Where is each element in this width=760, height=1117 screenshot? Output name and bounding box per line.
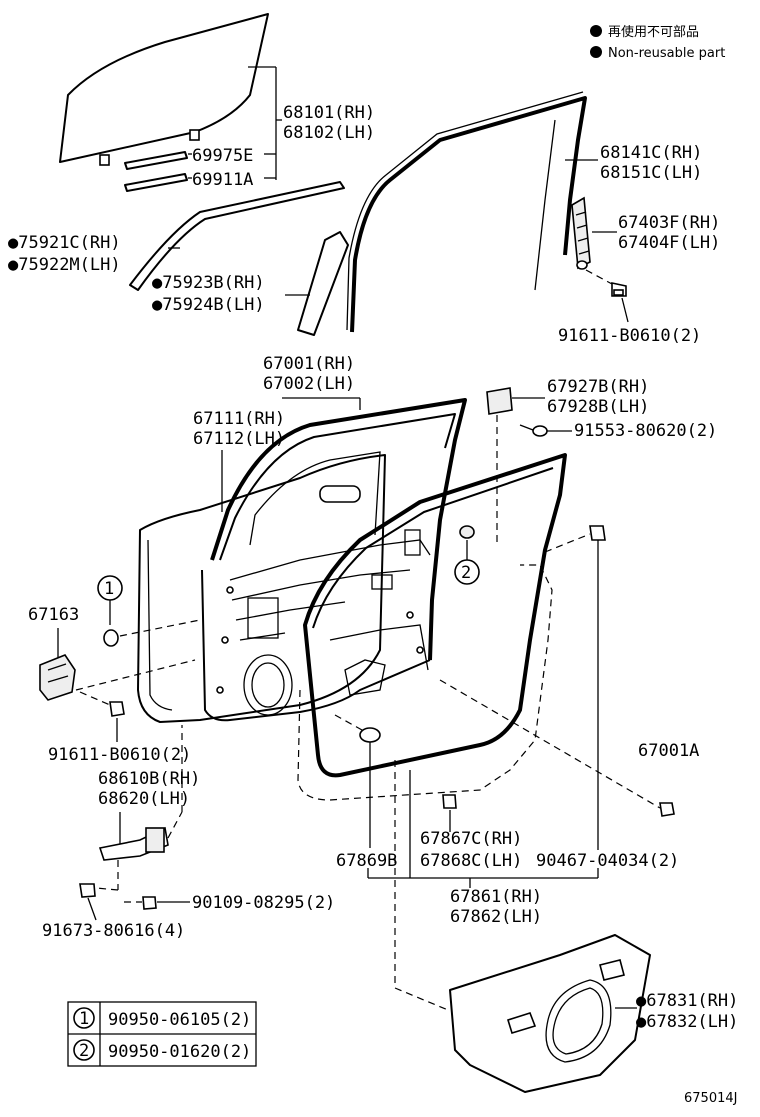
label-68620: 68620(LH) (98, 789, 190, 809)
screw-icon (519, 424, 548, 437)
svg-text:2: 2 (461, 563, 471, 583)
callout-2: 2 (454, 525, 480, 585)
bolt-icon (79, 691, 125, 717)
label-67404f: 67404F(LH) (618, 233, 720, 253)
label-67002: 67002(LH) (263, 374, 355, 394)
label-68101: 68101(RH) (283, 103, 375, 123)
label-91673: 91673-80616(4) (42, 921, 185, 941)
label-67869b: 67869B (336, 851, 397, 871)
belt-moulding (129, 181, 345, 291)
label-67861: 67861(RH) (450, 887, 542, 907)
service-hole-cover (449, 934, 651, 1093)
label-67111: 67111(RH) (193, 409, 285, 429)
door-inner-frame (201, 398, 467, 722)
label-75923b: ●75923B(RH) (152, 273, 265, 293)
label-67832: ●67832(LH) (636, 1012, 738, 1032)
door-glass (59, 13, 269, 192)
division-bar (571, 196, 591, 270)
label-91611-mid: 91611-B0610(2) (48, 745, 191, 765)
door-check-arm (98, 826, 169, 861)
label-67928b: 67928B(LH) (547, 397, 649, 417)
label-67163: 67163 (28, 605, 79, 625)
bolt-icon (124, 896, 157, 910)
legend-en: Non-reusable part (608, 46, 725, 61)
legend-jp: 再使用不可部品 (608, 24, 699, 40)
label-75921c: ●75921C(RH) (8, 233, 121, 253)
table-row-num: 1 (79, 1009, 89, 1029)
label-67112: 67112(LH) (193, 429, 285, 449)
diagram-code: 675014J (684, 1091, 737, 1106)
label-67862: 67862(LH) (450, 907, 542, 927)
bolt-icon (585, 269, 627, 297)
pillar-garnish (297, 231, 349, 336)
label-90109: 90109-08295(2) (192, 893, 335, 913)
label-75924b: ●75924B(LH) (152, 295, 265, 315)
table-row-part: 90950-01620(2) (108, 1042, 251, 1062)
label-67868c: 67868C(LH) (420, 851, 522, 871)
label-67001: 67001(RH) (263, 354, 355, 374)
callout-1: 1 (97, 575, 201, 647)
door-outer-panel (137, 454, 386, 723)
label-69911a: 69911A (192, 170, 253, 190)
bolt-icon (659, 802, 675, 817)
bolt-icon (79, 883, 96, 898)
label-68610b: 68610B(RH) (98, 769, 200, 789)
label-90467: 90467-04034(2) (536, 851, 679, 871)
door-weatherstrip (297, 453, 567, 801)
label-67001a: 67001A (638, 741, 699, 761)
label-75922m: ●75922M(LH) (8, 255, 121, 275)
glass-run (350, 96, 587, 333)
parts-table: 1 90950-06105(2) 2 90950-01620(2) (67, 1001, 257, 1067)
door-block (486, 387, 513, 415)
clip-icon (442, 794, 457, 809)
table-row-num-icon (73, 1007, 95, 1029)
door-hinge (39, 654, 76, 701)
clip-icon (589, 525, 606, 541)
table-row-num: 2 (79, 1041, 89, 1061)
svg-text:1: 1 (104, 579, 114, 599)
label-67927b: 67927B(RH) (547, 377, 649, 397)
label-68102: 68102(LH) (283, 123, 375, 143)
table-row-part: 90950-06105(2) (108, 1010, 251, 1030)
non-reusable-dot-icon (590, 46, 602, 58)
label-67403f: 67403F(RH) (618, 213, 720, 233)
label-91611-top: 91611-B0610(2) (558, 326, 701, 346)
label-68141c: 68141C(RH) (600, 143, 702, 163)
legend: 再使用不可部品 Non-reusable part (590, 24, 725, 61)
label-67867c: 67867C(RH) (420, 829, 522, 849)
non-reusable-dot-icon (590, 25, 602, 37)
clip-icon (359, 727, 381, 743)
label-91553: 91553-80620(2) (574, 421, 717, 441)
label-69975e: 69975E (192, 146, 253, 166)
label-68151c: 68151C(LH) (600, 163, 702, 183)
label-67831: ●67831(RH) (636, 991, 738, 1011)
table-row-num-icon (73, 1039, 95, 1061)
